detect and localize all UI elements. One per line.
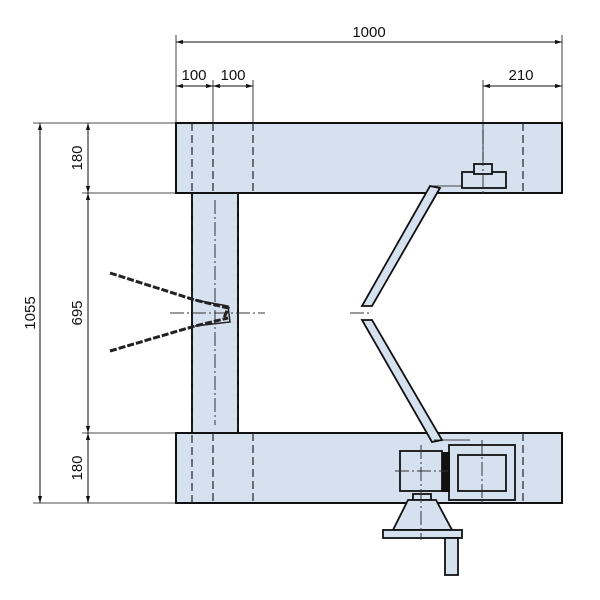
handle bbox=[444, 537, 459, 576]
dim-bottom-beam: 180 bbox=[69, 455, 86, 480]
dim-top-beam: 180 bbox=[69, 145, 86, 170]
dim-inner-gap: 695 bbox=[69, 300, 86, 325]
dim-right-offset: 210 bbox=[508, 67, 533, 84]
dim-overall-width: 1000 bbox=[352, 24, 385, 41]
v-guide-plate bbox=[360, 184, 470, 444]
drive-unit bbox=[382, 440, 516, 576]
chain bbox=[109, 271, 231, 353]
dim-offset-2: 100 bbox=[220, 67, 245, 84]
dim-offset-1: 100 bbox=[181, 67, 206, 84]
top-bracket bbox=[461, 130, 507, 195]
dim-overall-height: 1055 bbox=[22, 296, 39, 329]
